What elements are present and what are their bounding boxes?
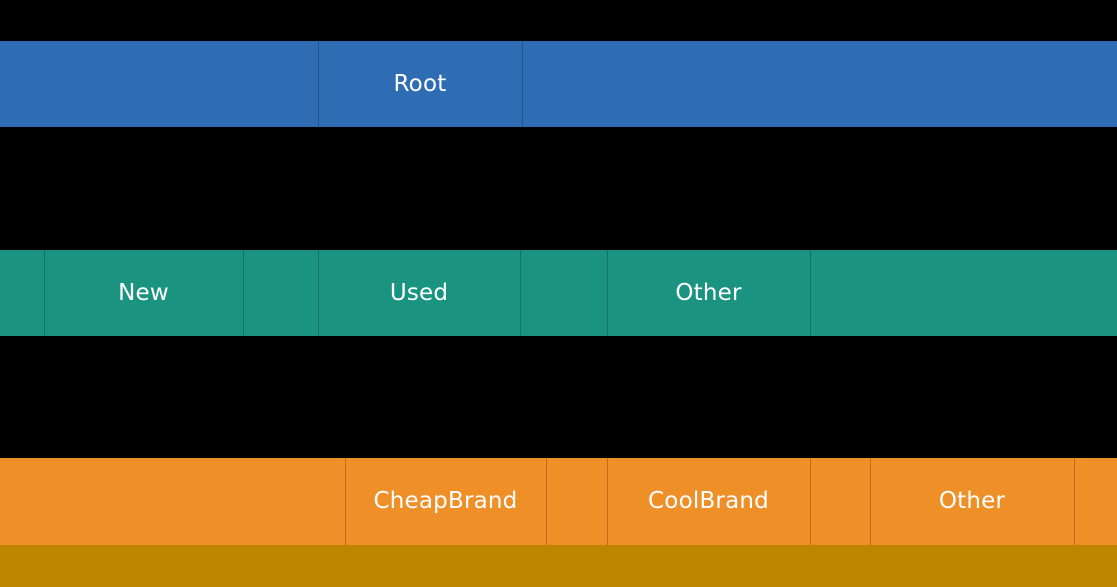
icicle-node-label: Root — [393, 70, 447, 97]
icicle-node-unlabeled-0[interactable] — [0, 545, 1117, 587]
icicle-node-cheapbrand[interactable]: CheapBrand — [345, 458, 546, 545]
icicle-node-unlabeled-2[interactable] — [522, 41, 1117, 127]
icicle-node-other[interactable]: Other — [607, 250, 810, 336]
icicle-level-brand-level: CheapBrand CoolBrand Other — [0, 458, 1117, 545]
icicle-node-unlabeled-4[interactable] — [810, 458, 870, 545]
icicle-node-coolbrand[interactable]: CoolBrand — [607, 458, 810, 545]
icicle-level-root-level: Root — [0, 41, 1117, 127]
icicle-node-unlabeled-6[interactable] — [1074, 458, 1117, 545]
icicle-node-label: Used — [389, 279, 449, 306]
icicle-node-unlabeled-4[interactable] — [520, 250, 607, 336]
icicle-node-unlabeled-0[interactable] — [0, 458, 345, 545]
icicle-node-label: Other — [938, 488, 1006, 514]
icicle-level-condition-level: New Used Other — [0, 250, 1117, 336]
icicle-node-label: New — [118, 279, 169, 306]
icicle-node-unlabeled-2[interactable] — [546, 458, 607, 545]
icicle-node-unlabeled-0[interactable] — [0, 41, 318, 127]
icicle-node-other[interactable]: Other — [870, 458, 1074, 545]
icicle-level-leaf-level — [0, 545, 1117, 587]
icicle-node-root[interactable]: Root — [318, 41, 522, 127]
icicle-node-label: Other — [675, 279, 742, 306]
icicle-node-new[interactable]: New — [44, 250, 243, 336]
icicle-node-unlabeled-0[interactable] — [0, 250, 44, 336]
icicle-node-label: CoolBrand — [648, 488, 769, 514]
icicle-node-used[interactable]: Used — [318, 250, 520, 336]
icicle-node-label: CheapBrand — [373, 488, 518, 514]
icicle-node-unlabeled-2[interactable] — [243, 250, 318, 336]
icicle-node-unlabeled-6[interactable] — [810, 250, 1117, 336]
